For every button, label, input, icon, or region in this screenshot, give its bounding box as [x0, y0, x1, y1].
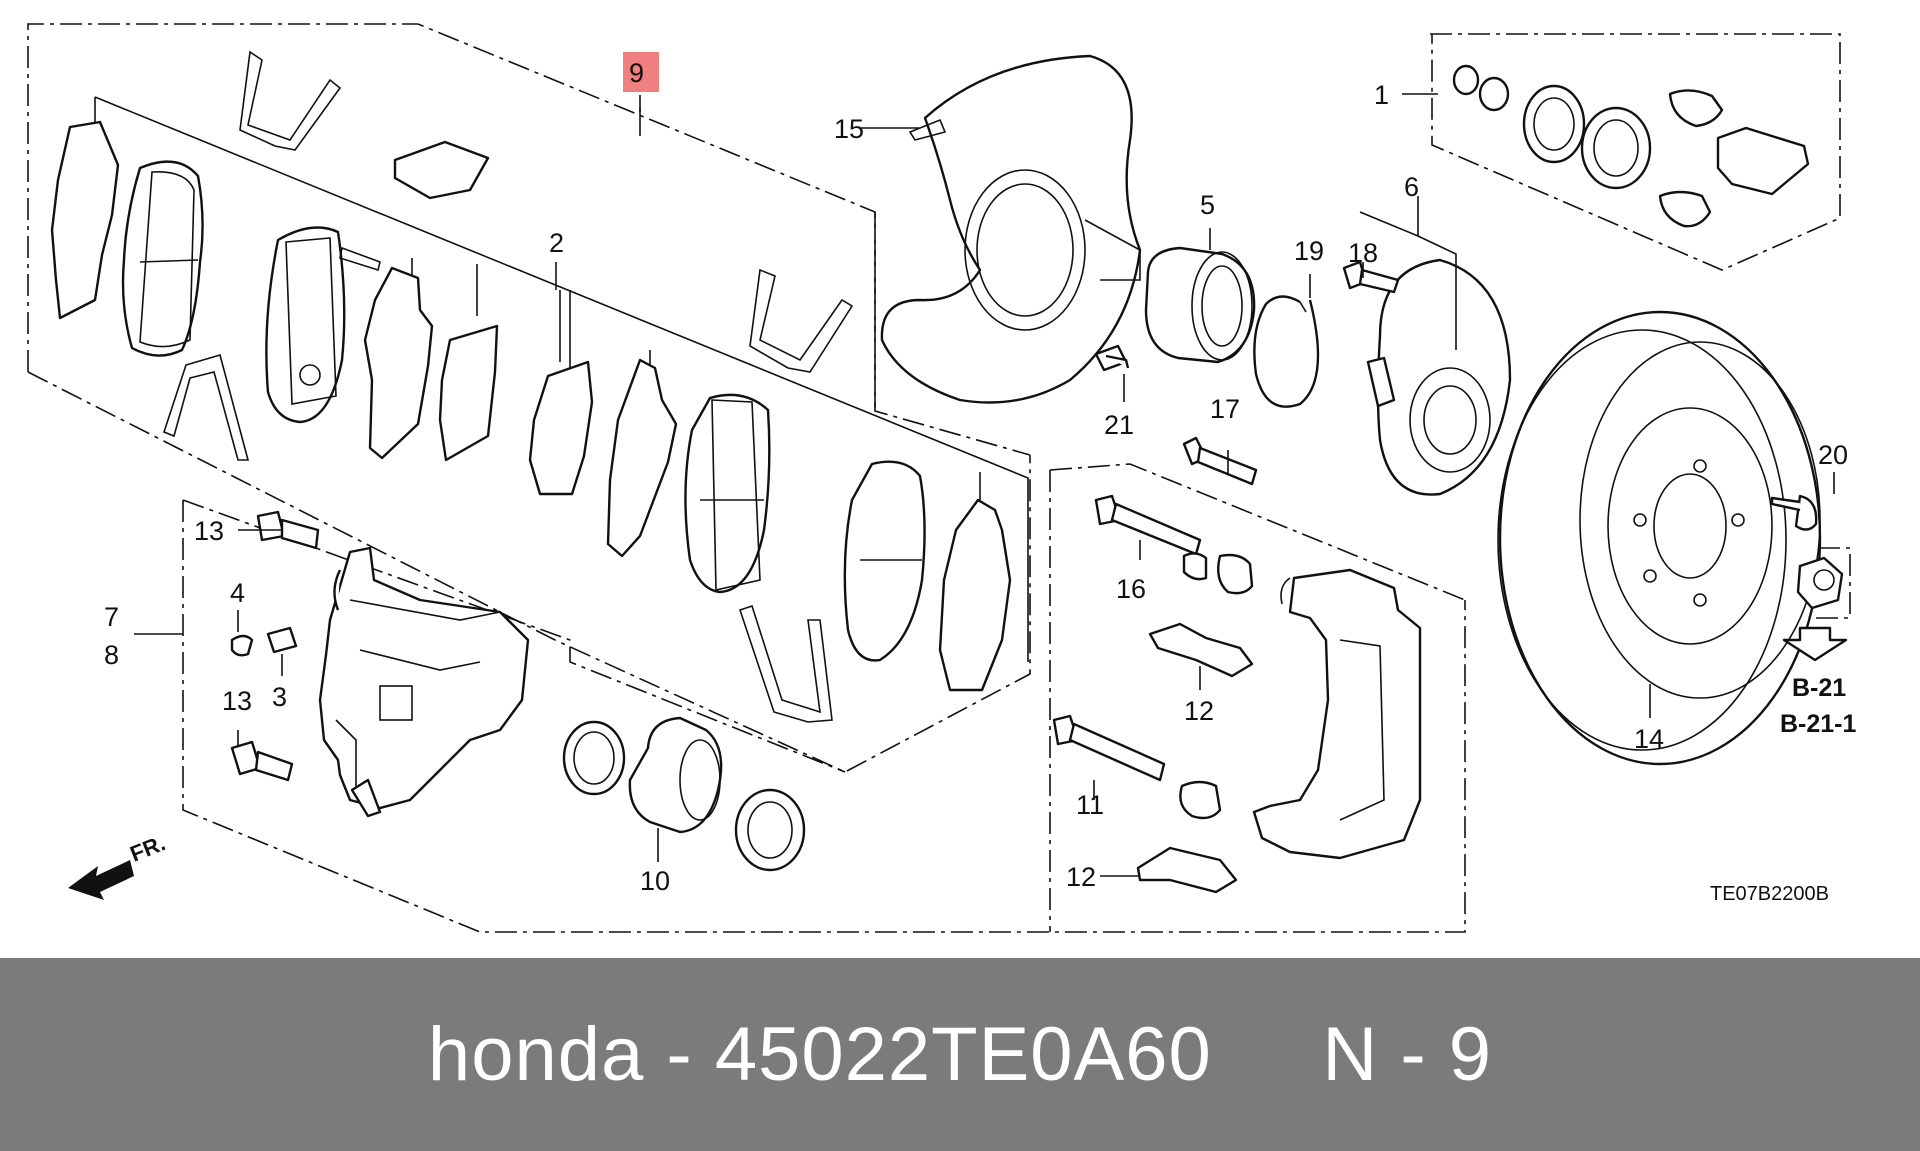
assembly-outlines: [27, 23, 1851, 933]
callout-8: 8: [104, 640, 119, 670]
callout-14: 14: [1634, 724, 1664, 754]
leader-lines: [134, 93, 1835, 877]
brake-disc: [1497, 310, 1822, 766]
callout-9: 9: [629, 58, 644, 88]
callout-13a: 13: [194, 516, 224, 546]
caption-part-number: 45022TE0A60: [714, 1012, 1212, 1097]
callout-15: 15: [834, 114, 864, 144]
callout-2: 2: [549, 228, 564, 258]
caliper-kit: [1452, 64, 1810, 228]
callout-12b: 12: [1066, 862, 1096, 892]
callout-21: 21: [1104, 410, 1134, 440]
diagram-code: TE07B2200B: [1710, 883, 1829, 905]
splash-shield: [880, 54, 1142, 404]
pad-kit-frame: [94, 96, 1029, 662]
caption: honda - 45022TE0A60 N - 9: [428, 1011, 1492, 1098]
bolt-21: [1094, 344, 1130, 372]
callout-13b: 13: [222, 686, 252, 716]
pad-retainers: [1136, 622, 1254, 894]
caption-bar: honda - 45022TE0A60 N - 9: [0, 958, 1920, 1151]
callout-6: 6: [1404, 172, 1419, 202]
front-arrow: [68, 860, 134, 900]
piston-seals: [562, 716, 806, 872]
callout-12a: 12: [1184, 696, 1214, 726]
wheel-stud: [1342, 260, 1400, 294]
reference-b21: B-21: [1792, 674, 1846, 702]
hub-nut: [1782, 556, 1848, 662]
brake-pad-set: [50, 50, 1012, 723]
wheel-hub: [1366, 258, 1512, 496]
front-label: FR.: [127, 830, 169, 866]
caliper-bracket: [1252, 568, 1422, 860]
callout-3: 3: [272, 682, 287, 712]
callout-labels: 9 2 15 5 19 18 6 1 21 17 16 12 11 12 20 …: [104, 52, 1857, 905]
callout-19: 19: [1294, 236, 1324, 266]
reference-b21-1: B-21-1: [1780, 710, 1857, 738]
callout-4: 4: [230, 578, 245, 608]
callout-20: 20: [1818, 440, 1848, 470]
callout-18: 18: [1348, 238, 1378, 268]
caption-brand: honda: [427, 1012, 645, 1097]
caliper-body: [318, 546, 530, 818]
highlight-box: [623, 52, 659, 92]
caption-separator: -: [666, 1012, 693, 1097]
parts-diagram: 9 2 15 5 19 18 6 1 21 17 16 12 11 12 20 …: [27, 23, 1857, 933]
caption-ref: N - 9: [1322, 1012, 1493, 1097]
slide-pins: [1052, 436, 1258, 820]
callout-7: 7: [104, 602, 119, 632]
caliper-bolts: [230, 510, 320, 782]
callout-17: 17: [1210, 394, 1240, 424]
callout-5: 5: [1200, 190, 1215, 220]
callout-11: 11: [1076, 790, 1104, 820]
callout-10: 10: [640, 866, 670, 896]
callout-1: 1: [1374, 80, 1389, 110]
hub-bearing: [1144, 246, 1256, 364]
snap-ring: [1253, 295, 1320, 408]
callout-16: 16: [1116, 574, 1146, 604]
disc-screw: [1770, 494, 1818, 531]
